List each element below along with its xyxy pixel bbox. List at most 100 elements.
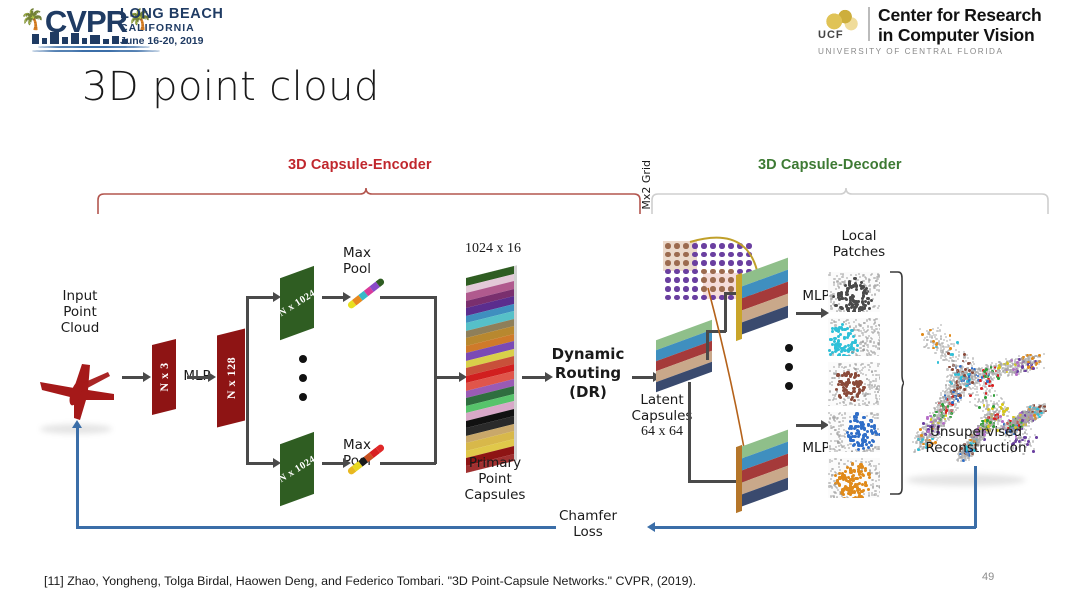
encoder-brace xyxy=(97,187,641,214)
primary-dims-label: 1024 x 16 xyxy=(465,241,521,256)
reconstruction-caption: Unsupervised Reconstruction xyxy=(906,424,1046,456)
patches-bracket xyxy=(890,271,904,495)
cvpr-state: CALIFORNIA xyxy=(120,22,195,34)
ellipsis-branches xyxy=(299,355,307,412)
chamfer-line2: Loss xyxy=(573,524,603,540)
arrow-to-dynamic-routing xyxy=(522,376,546,379)
slide-number: 49 xyxy=(982,571,995,583)
primary-caption-line3: Capsules xyxy=(464,487,526,503)
local-patches-label: Local Patches xyxy=(826,228,892,260)
slab-nx128-label: N x 128 xyxy=(223,356,238,400)
primary-capsules-caption: Primary Point Capsules xyxy=(440,455,550,503)
decoder-section-label: 3D Capsule-Decoder xyxy=(758,157,902,173)
branch-vline-bottom xyxy=(246,376,249,464)
arrow-to-top-decoder-slab xyxy=(724,292,740,295)
chamfer-vline-right xyxy=(974,466,977,528)
ucf-subtitle: UNIVERSITY OF CENTRAL FLORIDA xyxy=(818,47,1004,56)
input-label-line2: Point xyxy=(63,304,97,320)
latent-branch-vline-up xyxy=(706,330,709,360)
input-label-line3: Cloud xyxy=(60,320,100,336)
palm-tree-icon-2: 🌴 xyxy=(127,9,152,31)
dr-line2: Routing xyxy=(554,364,622,382)
citation-text: [11] Zhao, Yongheng, Tolga Birdal, Haowe… xyxy=(44,574,697,588)
latent-capsules-caption: Latent Capsules xyxy=(612,392,712,424)
input-plane-icon xyxy=(40,364,114,420)
crcv-title-line2: in Computer Vision xyxy=(878,25,1035,45)
maxpool-bottom-line1: Max xyxy=(343,437,371,453)
merge-vline xyxy=(434,296,437,464)
primary-caption-line2: Point xyxy=(478,471,512,487)
local-patch-thumb xyxy=(828,318,880,356)
arrow-mlp-top xyxy=(796,312,822,315)
mlp-label-bottom-decoder: MLP xyxy=(802,440,830,456)
dynamic-routing-label: Dynamic Routing (DR) xyxy=(548,345,628,402)
chamfer-loss-label: Chamfer Loss xyxy=(548,508,628,540)
skyline-graphic xyxy=(26,32,166,52)
arrow-to-latent-capsules xyxy=(632,376,654,379)
arrow-to-top-capsule xyxy=(322,296,344,299)
arrow-to-bottom-capsule xyxy=(322,462,344,465)
slab-nx1024-top: N x 1024 xyxy=(277,265,317,341)
latent-branch-hline-up xyxy=(706,330,726,333)
arrow-to-top-nx1024 xyxy=(246,296,274,299)
dr-line3: (DR) xyxy=(569,383,607,401)
arrow-nx3-to-nx128 xyxy=(187,376,209,379)
latent-caption-line1: Latent xyxy=(640,392,684,408)
arrow-to-bottom-nx1024 xyxy=(246,462,274,465)
local-patch-thumb xyxy=(828,458,880,498)
input-label-line1: Input xyxy=(62,288,98,304)
chamfer-hline-lower xyxy=(76,526,556,529)
local-patch-thumb xyxy=(828,412,880,452)
arrow-to-primary-capsules xyxy=(434,376,460,379)
ucf-crcv-logo: UCF Center for Research in Computer Visi… xyxy=(810,5,1070,57)
ucf-mark-text: UCF xyxy=(818,29,844,41)
arrow-to-bottom-decoder-slab xyxy=(688,480,742,483)
slab-nx3: N x 3 xyxy=(152,339,176,415)
merge-hline-top xyxy=(380,296,436,299)
cvpr-dates: June 16-20, 2019 xyxy=(120,35,204,47)
maxpool-top-line2: Pool xyxy=(343,261,371,277)
arrow-plane-to-nx3 xyxy=(122,376,144,379)
cvpr-city: LONG BEACH xyxy=(120,6,224,22)
crcv-title-line1: Center for Research xyxy=(878,5,1042,25)
slab-nx1024-bottom: N x 1024 xyxy=(277,431,317,507)
primary-point-capsules-slab xyxy=(466,266,514,473)
ucf-pegasus-icon xyxy=(818,7,864,43)
latent-caption-line2: Capsules xyxy=(631,408,693,424)
local-patches-line2: Patches xyxy=(832,244,886,260)
encoder-section-label: 3D Capsule-Encoder xyxy=(288,157,432,173)
maxpool-top-line1: Max xyxy=(343,245,371,261)
chamfer-line1: Chamfer xyxy=(558,508,617,524)
latent-branch-riser xyxy=(724,292,727,332)
ellipsis-decoder xyxy=(785,344,793,401)
merge-hline-bottom xyxy=(380,462,436,465)
cvpr-logo: 🌴CVPR🌴 xyxy=(14,4,214,56)
reconstruction-plane-shadow xyxy=(906,474,1026,486)
crcv-title: Center for Research in Computer Vision xyxy=(878,5,1042,45)
chamfer-vline-left xyxy=(76,428,79,528)
reconstruction-plane-pointcloud xyxy=(896,296,1056,480)
branch-vline-top xyxy=(246,297,249,379)
logo-divider xyxy=(868,7,870,41)
arrow-mlp-bottom xyxy=(796,424,822,427)
maxpool-top-label: Max Pool xyxy=(334,245,380,277)
page-title: 3D point cloud xyxy=(82,64,380,110)
chamfer-hline-upper xyxy=(654,526,976,529)
slab-nx1024-top-label: N x 1024 xyxy=(276,287,318,319)
capsule-top xyxy=(346,277,386,310)
local-patch-thumb xyxy=(828,362,880,406)
local-patches-line1: Local xyxy=(841,228,877,244)
latent-dims-label: 64 x 64 xyxy=(641,424,683,439)
primary-caption-line1: Primary xyxy=(468,455,522,471)
dr-line1: Dynamic xyxy=(551,345,625,363)
slab-nx128: N x 128 xyxy=(217,328,245,428)
latent-branch-vline-down xyxy=(688,382,691,482)
mlp-label-top-decoder: MLP xyxy=(802,288,830,304)
cvpr-location-block: LONG BEACH CALIFORNIA June 16-20, 2019 xyxy=(120,6,250,48)
recon-line1: Unsupervised xyxy=(929,424,1023,440)
input-point-cloud-label: Input Point Cloud xyxy=(44,288,116,336)
local-patch-thumb xyxy=(828,272,880,312)
palm-tree-icon: 🌴 xyxy=(20,9,45,31)
decoder-brace xyxy=(651,187,1049,214)
